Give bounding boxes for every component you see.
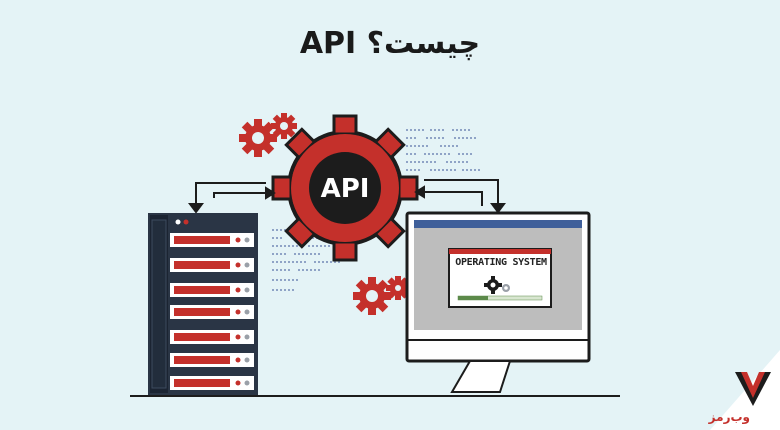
- progress-bar-fill: [458, 296, 488, 300]
- gear-icon: [484, 276, 502, 294]
- arrow-icon: [414, 179, 506, 214]
- server-unit: [170, 283, 254, 297]
- code-lines-decoration: [406, 129, 480, 171]
- server-unit: [170, 258, 254, 272]
- server-unit: [170, 233, 254, 247]
- server-unit: [170, 376, 254, 390]
- arrow-icon: [188, 182, 276, 214]
- api-gear-icon: API: [271, 114, 419, 262]
- gear-icon: [502, 284, 510, 292]
- brand-name: وب‌رمز: [708, 410, 750, 424]
- small-gear-icon: [353, 277, 391, 315]
- server-unit: [170, 305, 254, 319]
- os-window-label: OPERATING SYSTEM: [455, 257, 547, 268]
- api-gear-label: API: [321, 174, 370, 204]
- page-title: API چیست؟: [299, 26, 481, 61]
- server-unit: [170, 353, 254, 367]
- small-gear-icon: [271, 113, 297, 139]
- server-unit: [170, 330, 254, 344]
- server-rack: [148, 213, 258, 395]
- webramz-logo-icon: [735, 372, 771, 406]
- monitor: [405, 211, 591, 393]
- small-gear-icon: [239, 119, 277, 157]
